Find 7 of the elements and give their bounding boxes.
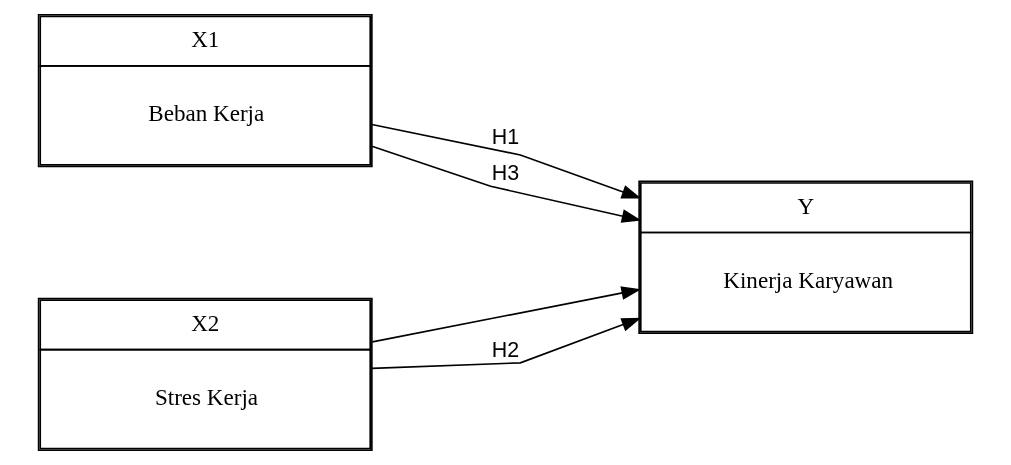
arrow: [371, 286, 642, 343]
arrow: [371, 317, 642, 370]
arrow: [371, 145, 642, 223]
edge-label: H2: [491, 337, 520, 362]
edge-label: H3: [491, 161, 520, 186]
edge-label: H1: [491, 125, 520, 150]
arrow: [371, 123, 642, 199]
